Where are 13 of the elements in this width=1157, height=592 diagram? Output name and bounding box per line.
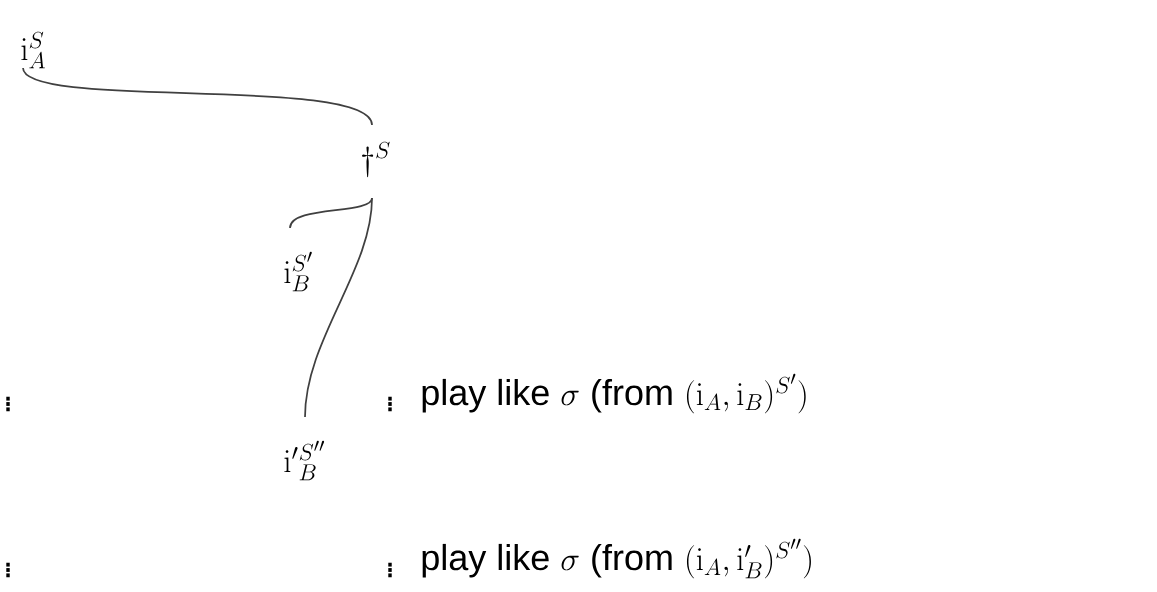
connector-line (304, 197, 373, 418)
math-label: $\mathrm{i}'{}_B^{S''}$ (284, 440, 325, 481)
connector-line (22, 67, 373, 126)
annotation-text: $\textsf{play like }\sigma\textsf{ (from }(\mathrm{i}_A,\mathrm{i}_B)^{S'})$ (422, 373, 806, 414)
annotation-text: $\textsf{play like }\sigma\textsf{ (from }(\mathrm{i}_A,\mathrm{i}'_B)^{S''})$ (422, 538, 811, 579)
vertical-dots: $\vdots$ (6, 396, 10, 412)
connector-line (289, 197, 373, 229)
vertical-dots: $\vdots$ (388, 396, 392, 412)
vertical-dots: $\vdots$ (388, 562, 392, 578)
math-label: $\mathrm{i}_B^{S'}$ (284, 251, 312, 292)
math-label: $\mathrm{i}_A^S$ (21, 31, 45, 69)
vertical-dots: $\vdots$ (6, 562, 10, 578)
math-label: $\dagger^S$ (362, 141, 390, 178)
